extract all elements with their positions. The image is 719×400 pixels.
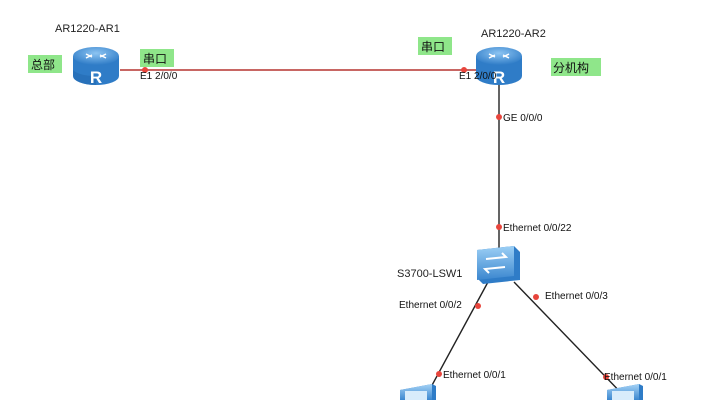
lsw1-port-e3-label: Ethernet 0/0/3: [545, 291, 608, 302]
serial-tag-a: 串口: [143, 52, 167, 66]
pc-left[interactable]: [400, 384, 436, 400]
pc-right[interactable]: [607, 384, 643, 400]
serial-tag-b: 串口: [421, 40, 445, 54]
ar1-tag-bg: [28, 55, 62, 73]
ar1-tag-label: 总部: [31, 57, 55, 72]
ar2-name-label: AR1220-AR2: [481, 28, 546, 40]
serial-tag-a-bg: [140, 49, 174, 67]
ar1-name-label: AR1220-AR1: [55, 23, 120, 35]
svg-text:R: R: [90, 68, 102, 87]
ar2-port-e1-label: E1 2/0/0: [459, 71, 497, 82]
ar1-port-e1-label: E1 2/0/0: [140, 71, 178, 82]
lsw1-port-e2-label: Ethernet 0/0/2: [399, 300, 462, 311]
switch-lsw1[interactable]: [477, 246, 520, 284]
switch-icon: [477, 246, 520, 284]
ar2-tag-label: 分机构: [553, 60, 589, 75]
pc-left-port-e1-label: Ethernet 0/0/1: [443, 370, 506, 381]
lsw1-pc-right-link[interactable]: [513, 281, 629, 400]
port-dot-lsw1-e3: [533, 294, 539, 300]
port-dot-lsw1-e22: [496, 224, 502, 230]
router-ar1[interactable]: R: [73, 47, 119, 87]
router-icon: R: [73, 47, 119, 87]
router-ar2[interactable]: R: [476, 47, 522, 87]
ar2-port-ge-label: GE 0/0/0: [503, 113, 543, 124]
lsw1-name-label: S3700-LSW1: [397, 268, 462, 280]
port-dot-ar2-ge: [496, 114, 502, 120]
lsw1-pc-left-link[interactable]: [423, 281, 489, 400]
port-dot-ar2-e1: [461, 67, 467, 73]
pc-icon: [607, 384, 643, 400]
port-dot-ar1-e1: [142, 67, 148, 73]
router-icon: R: [476, 47, 522, 87]
port-dot-lsw1-e2: [475, 303, 481, 309]
serial-tag-b-bg: [418, 37, 452, 55]
pc-right-port-e1-label: Ethernet 0/0/1: [604, 372, 667, 383]
lsw1-port-e22-label: Ethernet 0/0/22: [503, 223, 572, 234]
port-dot-pc-right-e1: [603, 374, 609, 380]
ar2-tag-bg: [551, 58, 601, 76]
pc-icon: [400, 384, 436, 400]
port-dot-pc-left-e1: [436, 371, 442, 377]
svg-text:R: R: [493, 68, 505, 87]
